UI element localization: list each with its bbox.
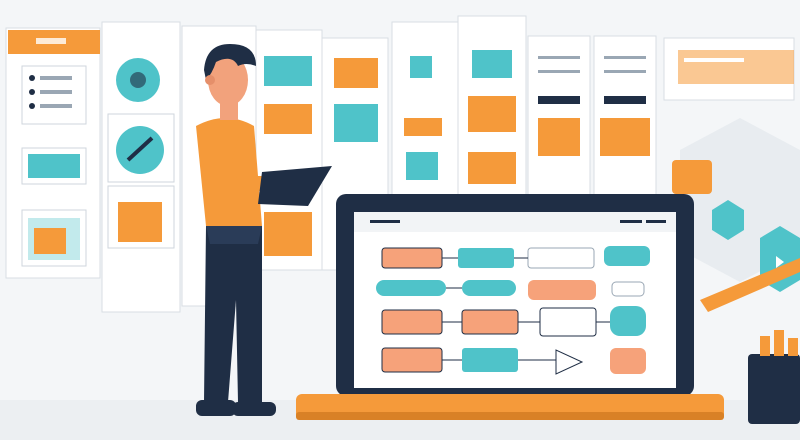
wall-cards-left: [5, 27, 101, 279]
wall-cards-center: [181, 15, 527, 307]
pencil-cup: [748, 330, 800, 424]
hexagon-icons: [672, 118, 800, 312]
laptop: [296, 194, 724, 420]
wall-cards-left-2: [101, 21, 181, 313]
person-holding-tablet: [196, 44, 332, 416]
wall-cards-right: [527, 35, 795, 197]
